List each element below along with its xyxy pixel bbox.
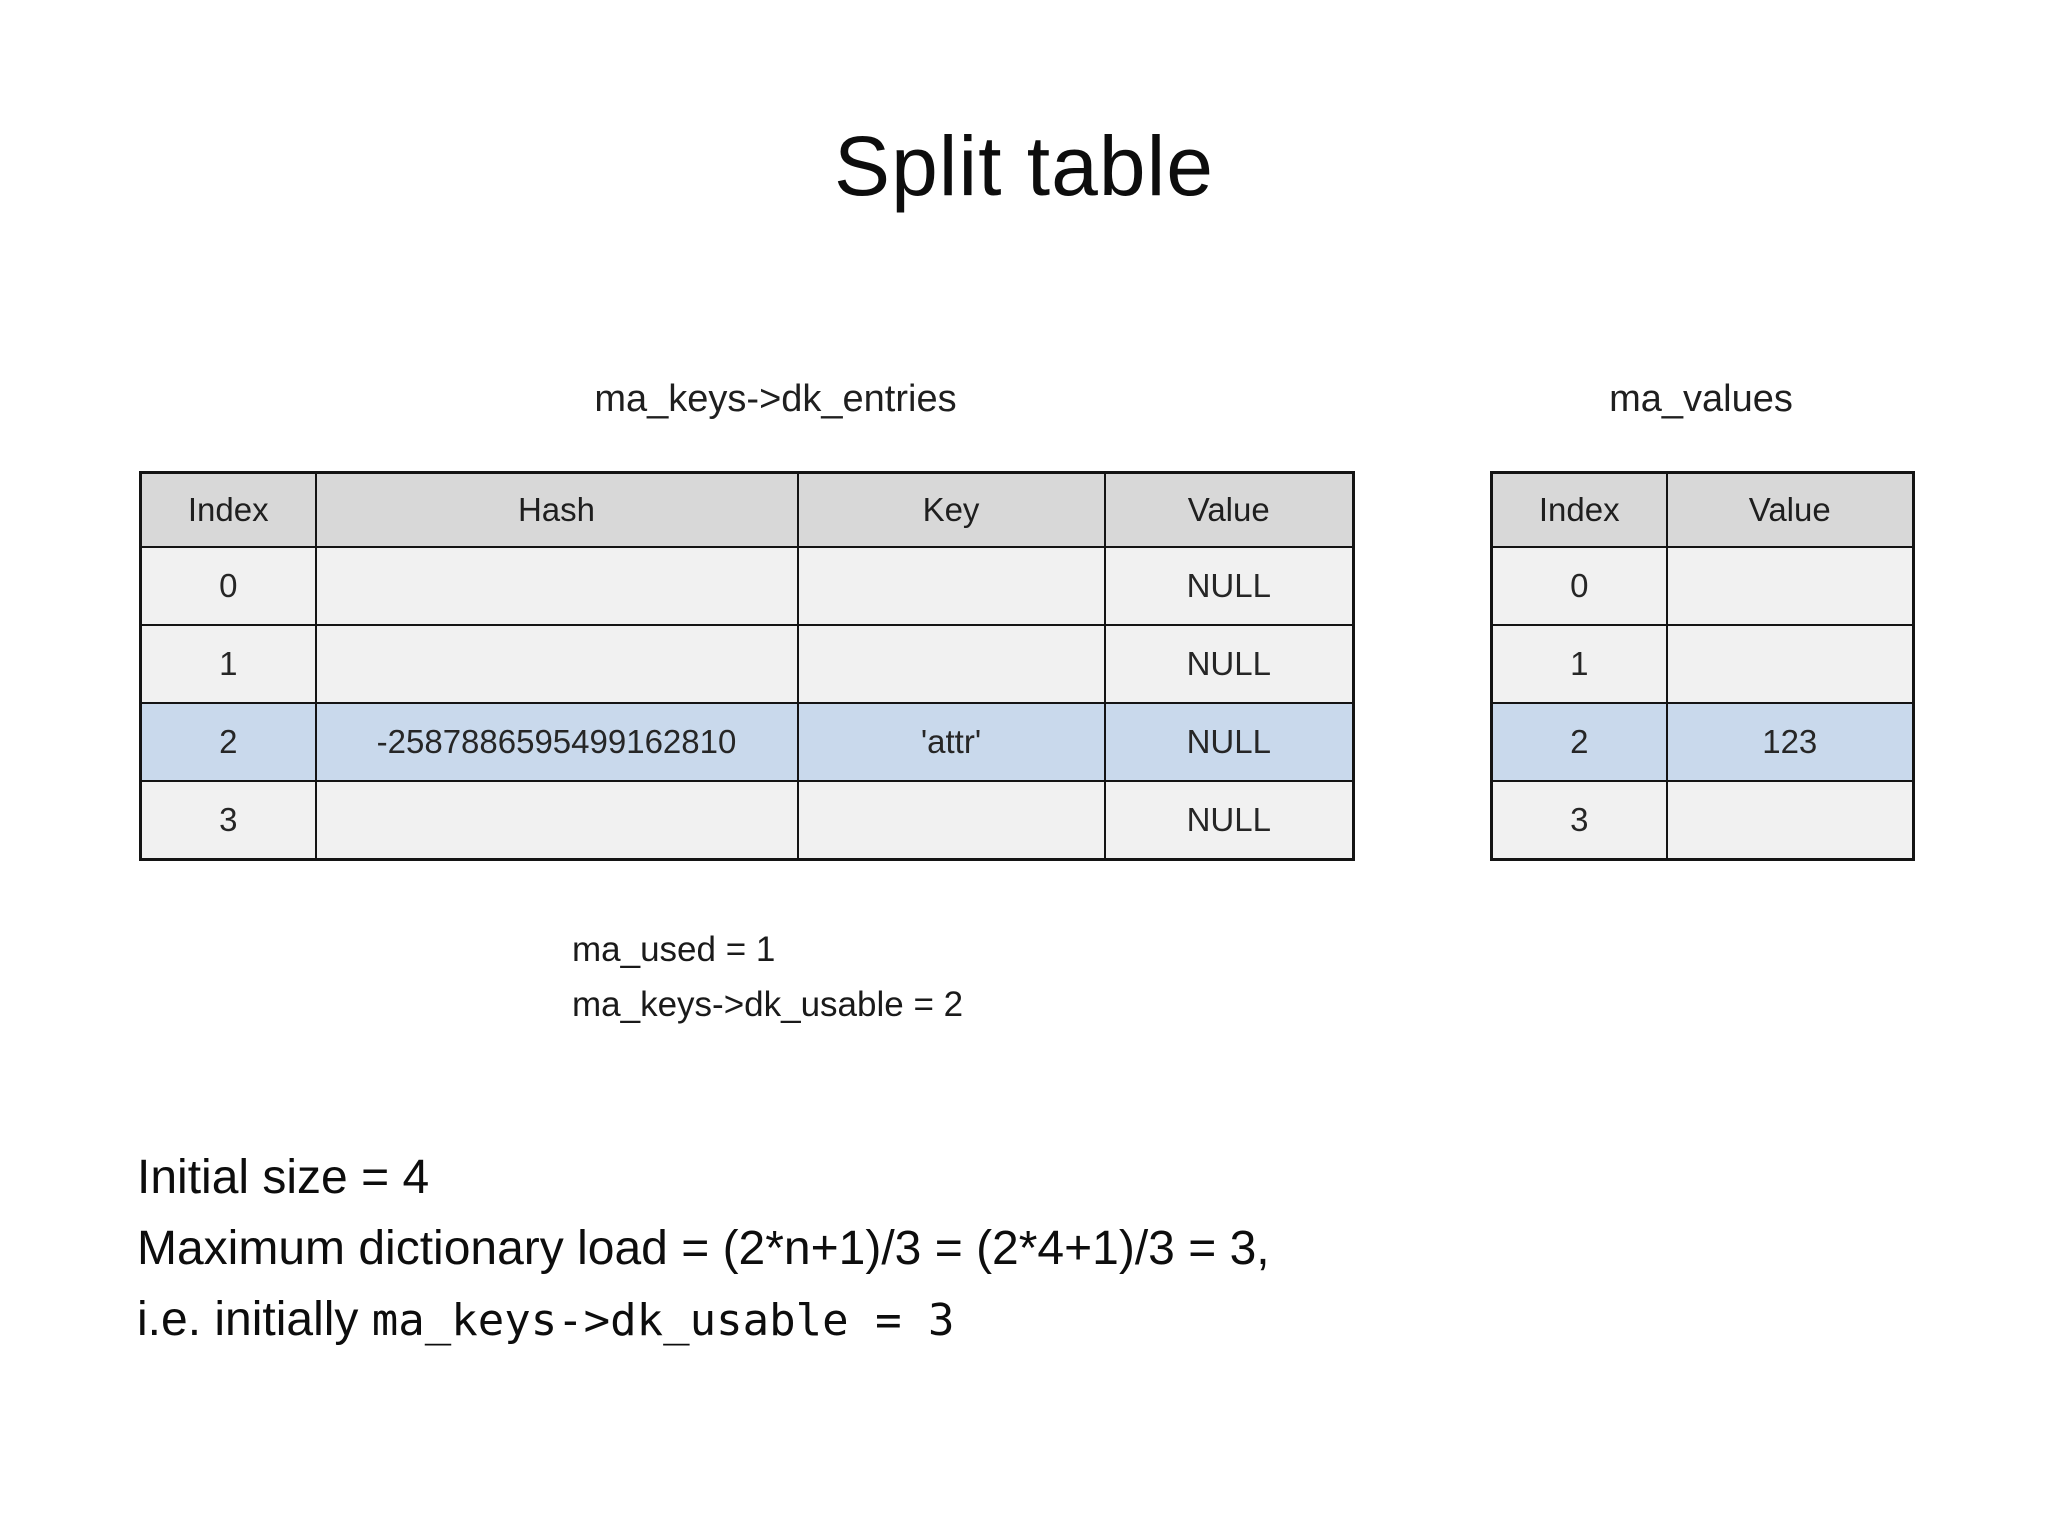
values-cell-value: [1665, 624, 1915, 704]
entries-cell-key: [796, 624, 1106, 704]
entries-cell-index: 0: [139, 546, 317, 626]
entries-cell-hash: [314, 780, 799, 861]
values-header-row: Index Value: [1490, 471, 1915, 548]
table-row-highlighted: 2 123: [1490, 702, 1915, 782]
values-header-value: Value: [1665, 471, 1915, 548]
entries-cell-value: NULL: [1103, 780, 1355, 861]
note-initially: i.e. initially ma_keys->dk_usable = 3: [137, 1284, 1270, 1356]
values-cell-value: 123: [1665, 702, 1915, 782]
entries-cell-value: NULL: [1103, 702, 1355, 782]
entries-cell-hash: [314, 624, 799, 704]
entries-cell-index: 3: [139, 780, 317, 861]
values-header-index: Index: [1490, 471, 1668, 548]
values-cell-index: 1: [1490, 624, 1668, 704]
table-row: 0: [1490, 546, 1915, 626]
entries-header-row: Index Hash Key Value: [139, 471, 1355, 548]
values-cell-index: 0: [1490, 546, 1668, 626]
note-initially-text: i.e. initially: [137, 1293, 372, 1346]
entries-header-key: Key: [796, 471, 1106, 548]
dict-stats: ma_used = 1 ma_keys->dk_usable = 2: [572, 922, 963, 1032]
stat-dk-usable: ma_keys->dk_usable = 2: [572, 985, 964, 1024]
entries-table-caption: ma_keys->dk_entries: [594, 378, 957, 420]
entries-table: Index Hash Key Value 0 NULL 1 NULL 2 -25…: [139, 471, 1355, 861]
stat-ma-used: ma_used = 1: [572, 930, 776, 969]
table-row: 3: [1490, 780, 1915, 861]
entries-header-value: Value: [1103, 471, 1355, 548]
entries-cell-key: [796, 546, 1106, 626]
values-table-caption: ma_values: [1609, 378, 1793, 420]
table-row: 1 NULL: [139, 624, 1355, 704]
table-row: 1: [1490, 624, 1915, 704]
note-max-load: Maximum dictionary load = (2*n+1)/3 = (2…: [137, 1222, 1270, 1275]
entries-cell-value: NULL: [1103, 546, 1355, 626]
note-initial-size: Initial size = 4: [137, 1151, 430, 1204]
entries-cell-index: 1: [139, 624, 317, 704]
entries-cell-key: 'attr': [796, 702, 1106, 782]
note-initially-code: ma_keys->dk_usable = 3: [371, 1295, 955, 1346]
values-table: Index Value 0 1 2 123 3: [1490, 471, 1915, 861]
entries-cell-hash: -2587886595499162810: [314, 702, 799, 782]
entries-header-hash: Hash: [314, 471, 799, 548]
values-cell-value: [1665, 546, 1915, 626]
entries-cell-value: NULL: [1103, 624, 1355, 704]
entries-cell-index: 2: [139, 702, 317, 782]
table-row: 3 NULL: [139, 780, 1355, 861]
entries-header-index: Index: [139, 471, 317, 548]
table-row: 0 NULL: [139, 546, 1355, 626]
values-cell-value: [1665, 780, 1915, 861]
entries-cell-key: [796, 780, 1106, 861]
notes-block: Initial size = 4 Maximum dictionary load…: [137, 1142, 1270, 1356]
values-cell-index: 3: [1490, 780, 1668, 861]
page-title: Split table: [834, 119, 1214, 213]
table-row-highlighted: 2 -2587886595499162810 'attr' NULL: [139, 702, 1355, 782]
entries-cell-hash: [314, 546, 799, 626]
values-cell-index: 2: [1490, 702, 1668, 782]
